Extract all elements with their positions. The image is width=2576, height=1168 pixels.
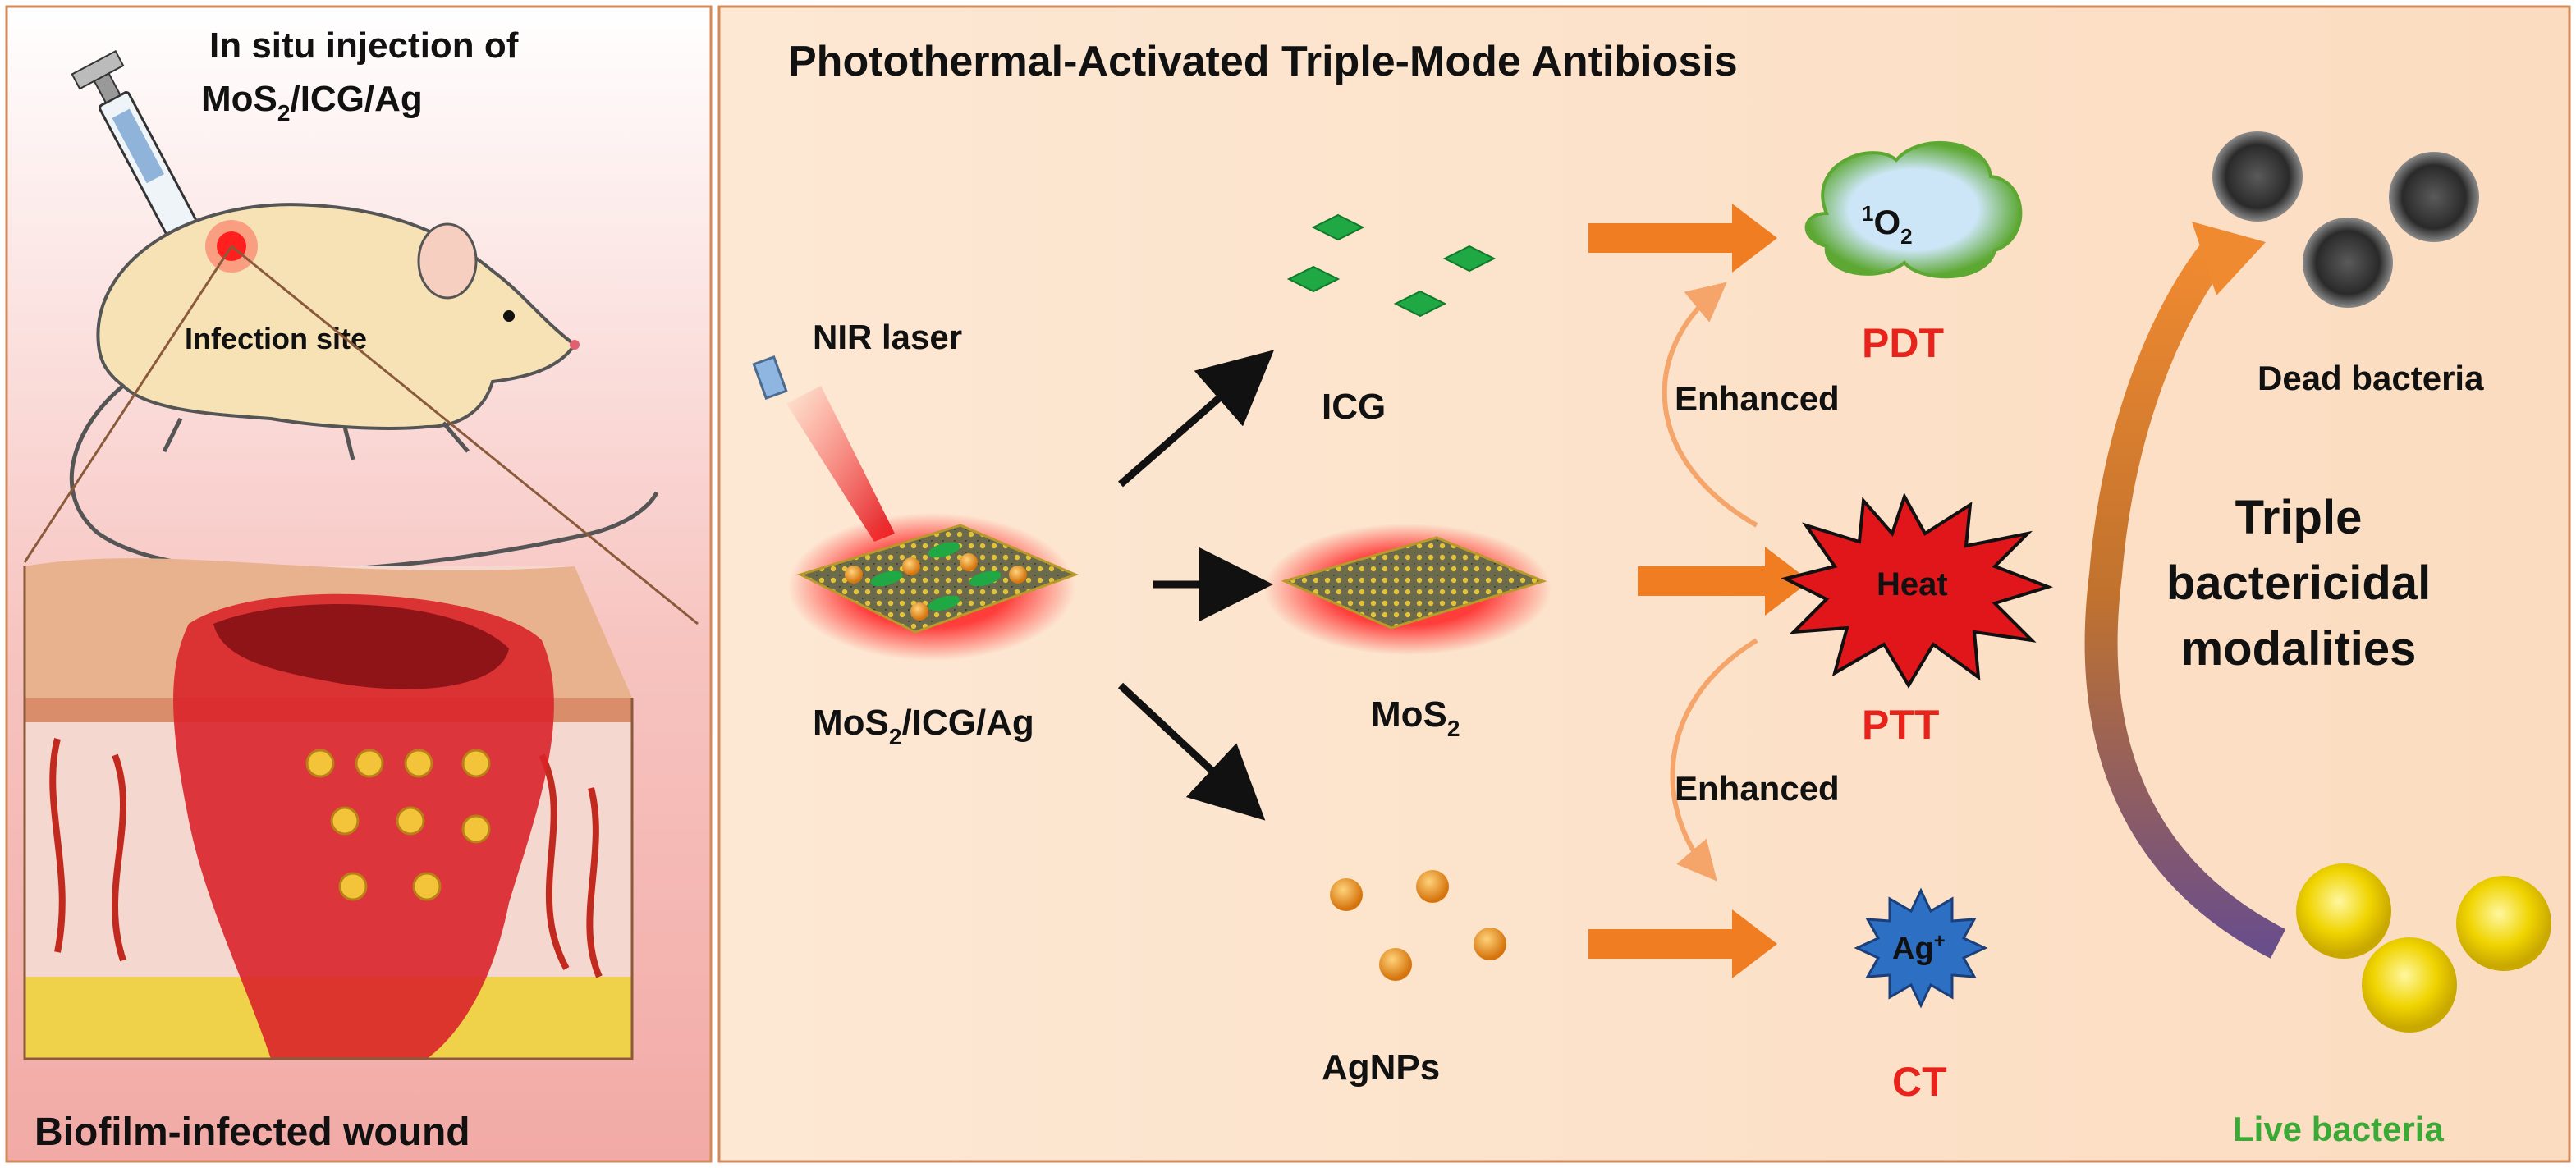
laser-device-icon <box>752 355 788 401</box>
silver-ion-label: Ag+ <box>1892 930 1946 966</box>
composite-mos: MoS <box>813 703 889 743</box>
silver-ion-ag: Ag <box>1892 932 1934 966</box>
blood-vessels <box>49 738 603 978</box>
nir-laser-label: NIR laser <box>813 318 962 356</box>
triple-label-line3: modalities <box>2181 622 2417 676</box>
icg-label: ICG <box>1322 387 1386 427</box>
main-panel: Photothermal-Activated Triple-Mode Antib… <box>717 5 2571 1163</box>
pdt-label: PDT <box>1862 320 1944 366</box>
biofilm-bacteria <box>305 749 491 901</box>
singlet-oxygen-label: 1O2 <box>1862 201 1913 249</box>
agnps-label: AgNPs <box>1322 1047 1440 1088</box>
infection-site-label: Infection site <box>185 322 367 355</box>
zoom-line-right <box>231 245 699 625</box>
skin-tissue-block <box>23 558 634 1060</box>
singlet-sub: 2 <box>1900 224 1912 249</box>
arrow-mos2-to-ptt <box>1638 547 1810 616</box>
arrow-icg-to-pdt <box>1588 204 1777 273</box>
transition-arc <box>2084 240 2286 959</box>
arrow-agnps-to-ct <box>1588 909 1777 978</box>
wound-area <box>173 593 554 1059</box>
live-bacteria-label: Live bacteria <box>2233 1110 2444 1148</box>
enhanced-label-bottom: Enhanced <box>1675 769 1840 808</box>
arrow-to-icg <box>1118 350 1275 488</box>
composite-sub: 2 <box>889 724 902 749</box>
composite-rest: /ICG/Ag <box>901 703 1034 743</box>
injection-rest: /ICG/Ag <box>290 79 422 119</box>
injection-label-line1: In situ injection of <box>209 25 519 66</box>
mos2-sub: 2 <box>1447 716 1460 741</box>
triple-label-line1: Triple <box>2235 491 2363 544</box>
dead-bacteria-label: Dead bacteria <box>2257 359 2484 397</box>
live-bacteria-icon <box>2296 863 2551 1033</box>
laser-beam <box>786 386 895 542</box>
enhanced-label-top: Enhanced <box>1675 379 1840 418</box>
ct-label: CT <box>1892 1059 1947 1105</box>
wound-core <box>213 604 509 689</box>
injection-label-line2: MoS2/ICG/Ag <box>201 79 423 126</box>
main-title: Photothermal-Activated Triple-Mode Antib… <box>788 38 1738 85</box>
ptt-label: PTT <box>1862 702 1939 748</box>
injection-sub: 2 <box>277 100 291 126</box>
injection-mos: MoS <box>201 79 277 119</box>
heat-starburst-icon <box>1781 492 2054 689</box>
enhanced-arc-bottom <box>1670 638 1758 882</box>
silver-ion-star-icon <box>1854 887 1988 1009</box>
composite-nanosheet <box>788 513 1079 661</box>
triple-label-line2: bactericidal <box>2166 557 2431 610</box>
singlet-o: O <box>1873 203 1900 241</box>
mos2-label: MoS2 <box>1371 694 1460 741</box>
agnps-particles <box>1330 870 1506 981</box>
singlet-oxygen-cloud-icon <box>1804 141 2023 279</box>
heat-label: Heat <box>1877 566 1948 602</box>
enhanced-arc-top <box>1662 282 1758 528</box>
mos2-nanosheet <box>1264 524 1552 655</box>
zoom-line-left <box>23 245 233 563</box>
left-panel: In situ injection of MoS2/ICG/Ag Infecti… <box>5 5 713 1163</box>
singlet-sup: 1 <box>1862 201 1873 226</box>
transition-arrowhead <box>2192 222 2266 295</box>
icg-molecules <box>1286 213 1497 318</box>
composite-label: MoS2/ICG/Ag <box>813 703 1034 749</box>
silver-ion-sup: + <box>1934 930 1946 952</box>
wound-caption: Biofilm-infected wound <box>34 1111 470 1154</box>
dead-bacteria-icon <box>2212 131 2479 308</box>
orange-arrows <box>1588 204 1810 978</box>
mos2-mos: MoS <box>1371 694 1447 735</box>
arrow-to-agnps <box>1117 682 1266 821</box>
